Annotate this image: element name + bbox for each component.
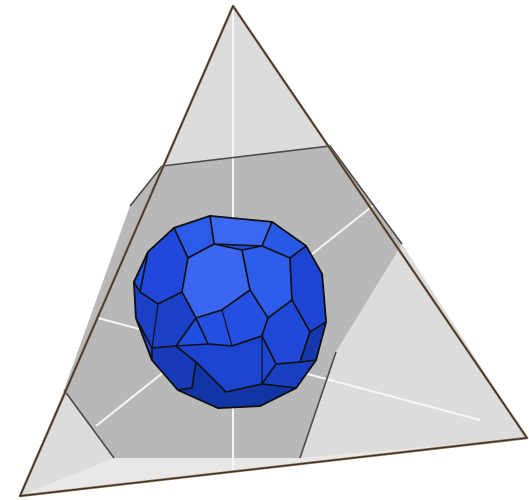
facet xyxy=(210,216,272,246)
top-corner-region xyxy=(162,6,330,166)
